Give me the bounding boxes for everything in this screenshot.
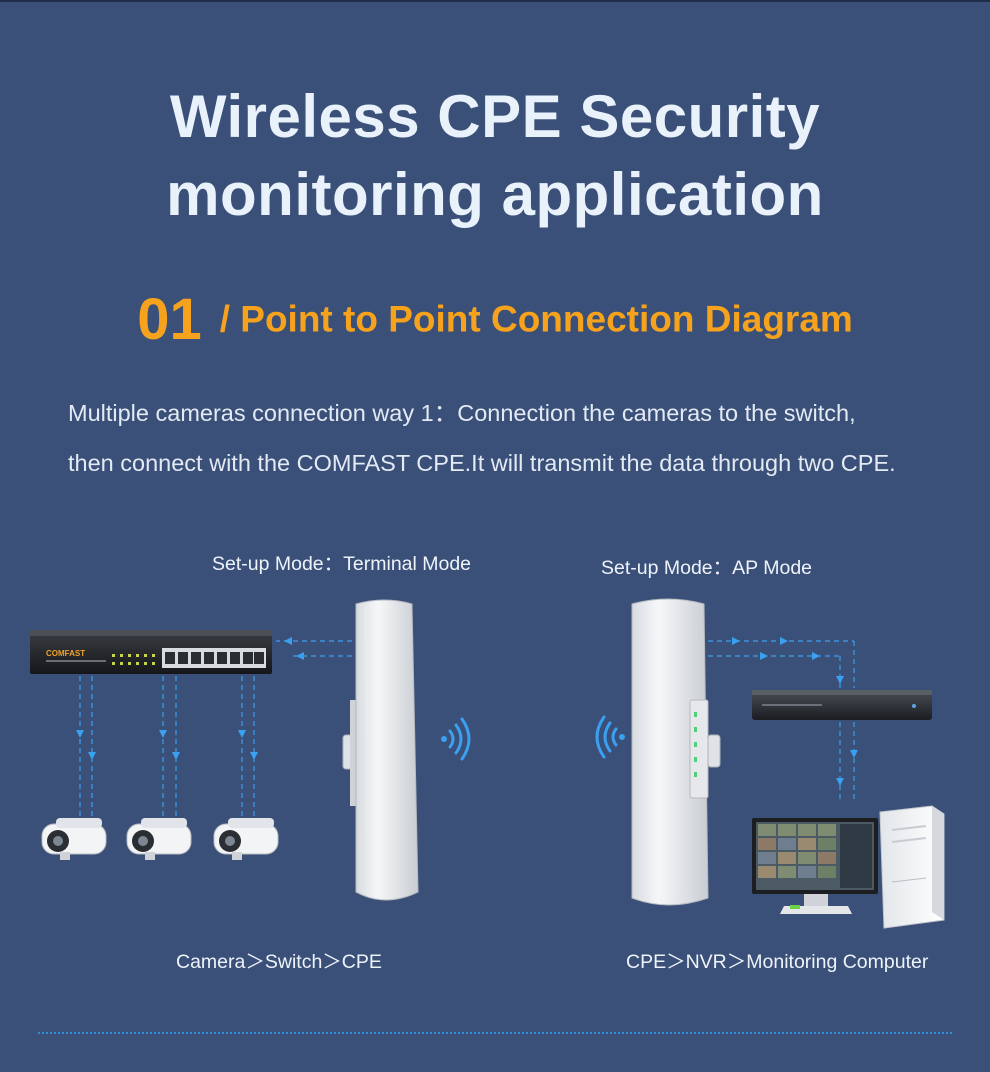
cpe-device-icon — [631, 598, 721, 906]
dotted-divider — [38, 1032, 952, 1034]
left-flow-caption: Camera＞Switch＞CPE — [176, 951, 382, 973]
title-line-2: monitoring application — [166, 161, 824, 228]
right-flow-caption: CPE＞NVR＞Monitoring Computer — [626, 951, 929, 973]
camera-connectors — [79, 676, 255, 820]
page-title: Wireless CPE Security monitoring applica… — [0, 78, 990, 234]
nvr-device-icon — [752, 690, 932, 720]
switch-brand-label: COMFAST — [46, 649, 85, 658]
description-line-1: Multiple cameras connection way 1：Connec… — [68, 400, 856, 426]
monitor-icon — [752, 818, 878, 914]
top-border — [0, 0, 990, 2]
cpe-device-icon — [342, 599, 419, 901]
title-line-1: Wireless CPE Security — [169, 83, 821, 150]
camera-icon — [126, 818, 192, 860]
left-mode-label: Set-up Mode：Terminal Mode — [212, 553, 472, 575]
camera-icon — [41, 818, 107, 860]
section-title: / Point to Point Connection Diagram — [219, 298, 853, 340]
right-mode-label: Set-up Mode：AP Mode — [601, 557, 813, 579]
wifi-signal-icon — [595, 715, 625, 759]
section-heading: 01 / Point to Point Connection Diagram — [0, 286, 990, 353]
wifi-signal-icon — [441, 717, 471, 761]
camera-icon — [213, 818, 279, 860]
network-switch-icon: COMFAST — [30, 630, 272, 674]
section-number: 01 — [137, 287, 202, 352]
description-line-2: then connect with the COMFAST CPE.It wil… — [68, 450, 896, 476]
description: Multiple cameras connection way 1：Connec… — [68, 388, 948, 488]
nvr-connectors — [708, 640, 855, 800]
computer-tower-icon — [879, 805, 945, 929]
